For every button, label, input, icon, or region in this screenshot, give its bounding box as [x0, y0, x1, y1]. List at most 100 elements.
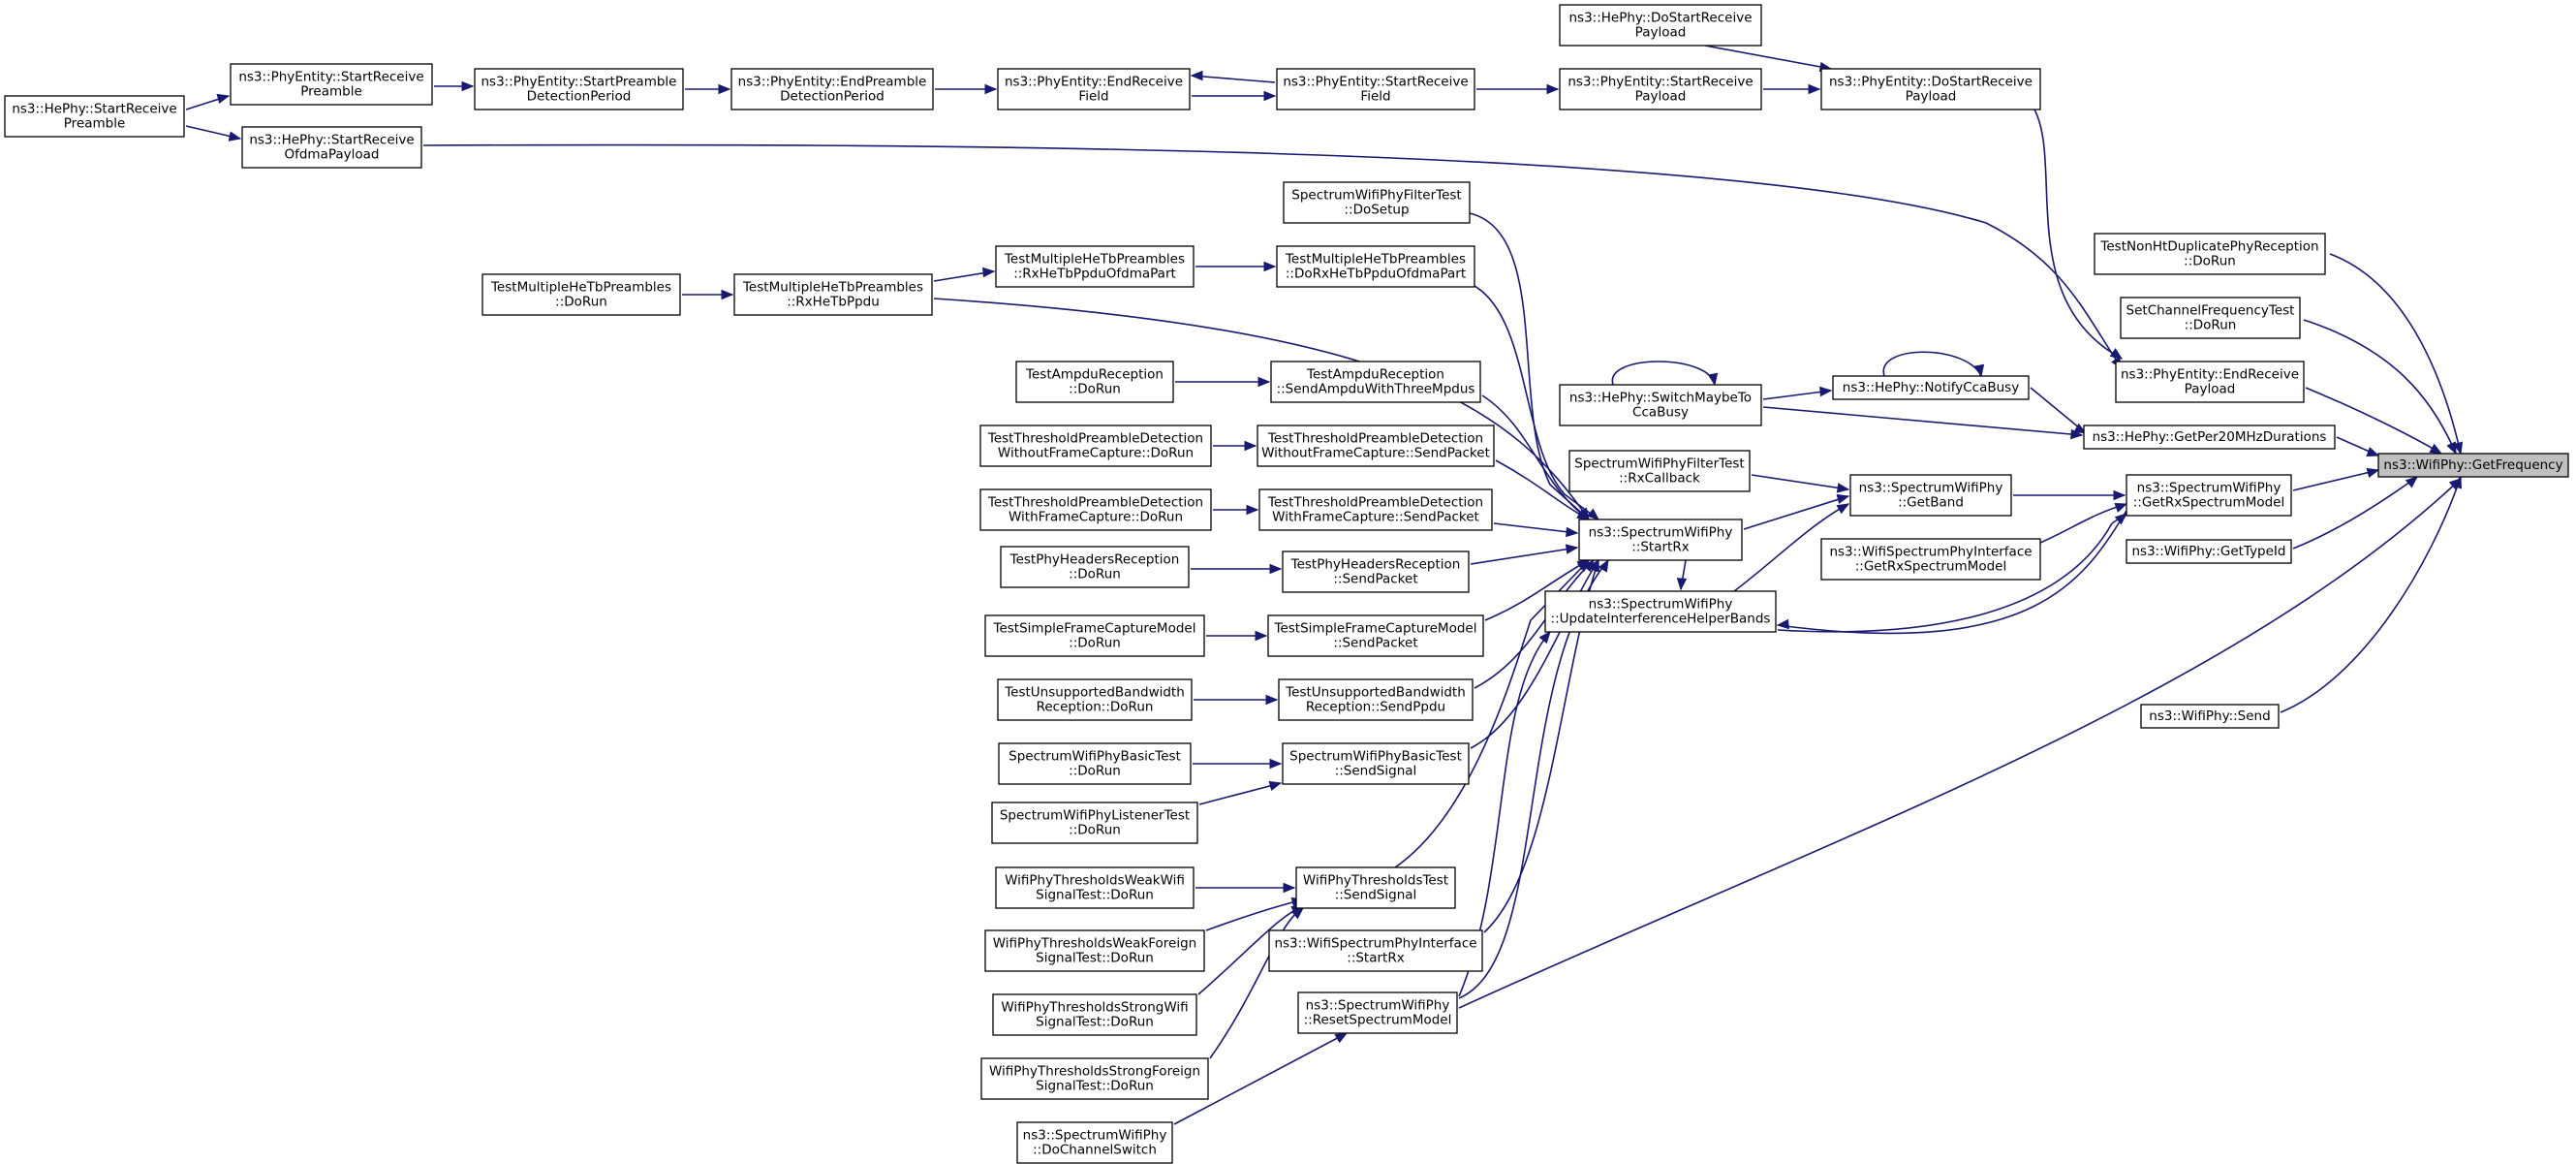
graph-node[interactable]: SpectrumWifiPhyListenerTest::DoRun [991, 802, 1198, 844]
node-label: TestThresholdPreambleDetection [987, 495, 1203, 511]
node-box [2140, 704, 2280, 729]
graph-node[interactable]: ns3::SpectrumWifiPhy::DoChannelSwitch [1016, 1121, 1173, 1164]
node-box [998, 742, 1192, 785]
node-box [979, 425, 1212, 467]
graph-node[interactable]: TestUnsupportedBandwidthReception::SendP… [1278, 678, 1474, 721]
graph-node[interactable]: TestSimpleFrameCaptureModel::SendPacket [1267, 614, 1484, 657]
node-label: ::DoRun [1069, 823, 1121, 838]
edge-line [1191, 75, 1276, 83]
graph-node[interactable]: ns3::SpectrumWifiPhy::GetRxSpectrumModel [2126, 474, 2292, 517]
node-label: WithFrameCapture::SendPacket [1272, 510, 1479, 525]
graph-node[interactable]: TestAmpduReception::DoRun [1015, 361, 1174, 403]
node-box [1820, 68, 2041, 110]
arrowhead-icon [1244, 440, 1257, 452]
node-box [2094, 233, 2326, 275]
node-box [997, 678, 1193, 721]
graph-node[interactable]: ns3::SpectrumWifiPhy::GetBand [1849, 474, 2012, 517]
call-edge-n19-n18 [1762, 386, 1833, 400]
call-edge-n6-n0 [2292, 476, 2419, 550]
arrowhead-icon [1269, 758, 1283, 770]
arrowhead-icon [1269, 563, 1283, 575]
graph-node[interactable]: WifiPhyThresholdsWeakWifiSignalTest::DoR… [995, 866, 1195, 909]
call-edge-n11-n12 [1190, 70, 1276, 83]
graph-node[interactable]: WifiPhyThresholdsTest::SendSignal [1295, 866, 1456, 909]
edge-line [422, 143, 2123, 369]
edge-line [1611, 361, 1716, 386]
node-box [997, 68, 1191, 110]
graph-node[interactable]: TestThresholdPreambleDetectionWithoutFra… [1257, 425, 1495, 467]
graph-node[interactable]: TestMultipleHeTbPreambles::DoRun [481, 273, 681, 316]
edge-line [1198, 782, 1282, 805]
graph-node[interactable]: TestMultipleHeTbPreambles::RxHeTbPpdu [733, 273, 933, 316]
graph-node[interactable]: WifiPhyThresholdsWeakForeignSignalTest::… [984, 929, 1205, 972]
graph-node[interactable]: ns3::PhyEntity::EndPreambleDetectionPeri… [730, 68, 934, 110]
node-box [1015, 361, 1174, 403]
arrowhead-icon [1263, 261, 1277, 272]
arrowhead-icon [2405, 476, 2419, 488]
graph-node[interactable]: TestMultipleHeTbPreambles::DoRxHeTbPpduO… [1276, 245, 1475, 288]
node-label: SpectrumWifiPhyBasicTest [1009, 749, 1181, 765]
node-label: Preamble [300, 84, 362, 100]
graph-node[interactable]: TestThresholdPreambleDetectionWithoutFra… [979, 425, 1212, 467]
graph-node[interactable]: SpectrumWifiPhyFilterTest::DoSetup [1283, 181, 1471, 224]
call-edge-n18-n4 [2030, 387, 2088, 434]
node-label: ::RxHeTbPpduOfdmaPart [1013, 267, 1176, 282]
node-box [1282, 742, 1470, 785]
node-label: SpectrumWifiPhyFilterTest [1574, 456, 1744, 472]
graph-node[interactable]: TestThresholdPreambleDetectionWithFrameC… [1258, 488, 1493, 531]
graph-node[interactable]: TestAmpduReception::SendAmpduWithThreeMp… [1270, 361, 1481, 403]
arrowhead-icon [1538, 630, 1551, 645]
node-label: ns3::PhyEntity::EndReceive [2121, 367, 2299, 383]
graph-node[interactable]: ns3::PhyEntity::StartPreambleDetectionPe… [474, 68, 684, 110]
graph-node[interactable]: ns3::WifiSpectrumPhyInterface::StartRx [1268, 929, 1483, 972]
graph-node[interactable]: TestPhyHeadersReception::SendPacket [1282, 551, 1470, 593]
node-box [230, 63, 433, 106]
graph-node[interactable]: TestMultipleHeTbPreambles::RxHeTbPpduOfd… [995, 245, 1195, 288]
graph-node[interactable]: WifiPhyThresholdsStrongWifiSignalTest::D… [992, 993, 1197, 1036]
node-label: ::SendSignal [1335, 888, 1417, 903]
graph-node[interactable]: ns3::WifiSpectrumPhyInterface::GetRxSpec… [1820, 538, 2041, 581]
node-box [1282, 551, 1470, 593]
graph-node[interactable]: SpectrumWifiPhyBasicTest::DoRun [998, 742, 1192, 785]
graph-node[interactable]: SpectrumWifiPhyBasicTest::SendSignal [1282, 742, 1470, 785]
graph-node[interactable]: ns3::WifiPhy::GetTypeId [2126, 539, 2292, 564]
arrowhead-icon [1257, 376, 1271, 388]
node-label: WithoutFrameCapture::DoRun [998, 446, 1194, 461]
node-label: WifiPhyThresholdsTest [1303, 873, 1448, 889]
graph-node[interactable]: ns3::SpectrumWifiPhy::StartRx [1578, 519, 1743, 561]
graph-node[interactable]: TestPhyHeadersReception::DoRun [1000, 546, 1190, 588]
graph-node[interactable]: ns3::SpectrumWifiPhy::ResetSpectrumModel [1297, 991, 1458, 1034]
node-box [1559, 384, 1762, 426]
graph-node[interactable]: ns3::HePhy::NotifyCcaBusy [1832, 375, 2030, 400]
node-label: WithoutFrameCapture::SendPacket [1261, 446, 1490, 461]
node-label: ns3::PhyEntity::EndReceive [1005, 75, 1183, 90]
node-box [1278, 678, 1474, 721]
graph-node[interactable]: ns3::WifiPhy::Send [2140, 704, 2280, 729]
graph-node[interactable]: TestNonHtDuplicatePhyReception::DoRun [2094, 233, 2326, 275]
graph-node[interactable]: TestSimpleFrameCaptureModel::DoRun [984, 614, 1205, 657]
root-node[interactable]: ns3::WifiPhy::GetFrequency [2377, 453, 2569, 478]
graph-node[interactable]: WifiPhyThresholdsStrongForeignSignalTest… [980, 1057, 1209, 1100]
graph-node[interactable]: SetChannelFrequencyTest::DoRun [2120, 297, 2301, 339]
node-label: ns3::HePhy::GetPer20MHzDurations [2093, 429, 2327, 445]
call-edge-n26-n24 [1474, 285, 1600, 520]
arrowhead-icon [1546, 83, 1560, 95]
node-box [730, 68, 934, 110]
graph-node[interactable]: ns3::HePhy::GetPer20MHzDurations [2083, 425, 2336, 450]
graph-node[interactable]: SpectrumWifiPhyFilterTest::RxCallback [1568, 450, 1751, 492]
node-label: TestMultipleHeTbPreambles [490, 280, 671, 296]
graph-node[interactable]: TestThresholdPreambleDetectionWithFrameC… [979, 488, 1212, 531]
call-edge-n28-n27 [933, 267, 996, 282]
graph-node[interactable]: ns3::SpectrumWifiPhy::UpdateInterference… [1544, 590, 1777, 633]
